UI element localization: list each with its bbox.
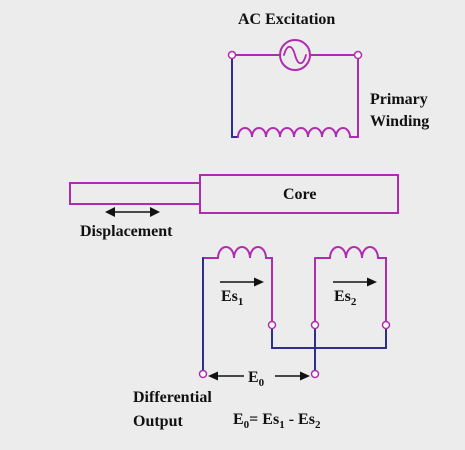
differential-label-line2: Output (133, 413, 183, 430)
ac-source-icon (279, 39, 311, 71)
primary-wire-blue (231, 54, 239, 138)
sine-wave-icon (283, 45, 307, 65)
es1-arrow-icon (220, 277, 264, 287)
secondary-circuit (202, 246, 387, 375)
core-block (199, 174, 399, 214)
ac-excitation-label: AC Excitation (238, 11, 335, 28)
output-equation: E0= Es1 - Es2 (233, 411, 321, 431)
primary-winding-coil (237, 127, 351, 138)
primary-label-line2: Winding (370, 113, 429, 130)
es1-label: Es1 (221, 288, 243, 308)
e0-arrow-icon (208, 371, 310, 381)
output-terminal-right (310, 369, 320, 379)
secondary-2-lead-purple (314, 257, 387, 326)
terminal-s2-left (310, 320, 320, 330)
es2-arrow-icon (333, 277, 377, 287)
secondary-coil-2 (329, 246, 379, 259)
primary-wire-purple (231, 54, 359, 138)
core-label: Core (283, 186, 316, 203)
displacement-label: Displacement (80, 223, 173, 240)
primary-terminal-left (227, 50, 237, 60)
displacement-arrow-icon (105, 207, 160, 217)
series-connection-wire (271, 324, 387, 375)
primary-circuit (227, 39, 363, 138)
es2-label: Es2 (334, 288, 357, 308)
primary-terminal-right (353, 50, 363, 60)
differential-label-line1: Differential (133, 389, 212, 406)
e0-label: E0 (248, 369, 265, 389)
secondary-1-lead-purple (202, 257, 273, 326)
output-terminal-left (198, 369, 208, 379)
terminal-s2-right (381, 320, 391, 330)
core-rod (69, 182, 201, 205)
secondary-coil-1 (217, 246, 267, 259)
primary-label-line1: Primary (370, 91, 428, 108)
terminal-s1-right (267, 320, 277, 330)
